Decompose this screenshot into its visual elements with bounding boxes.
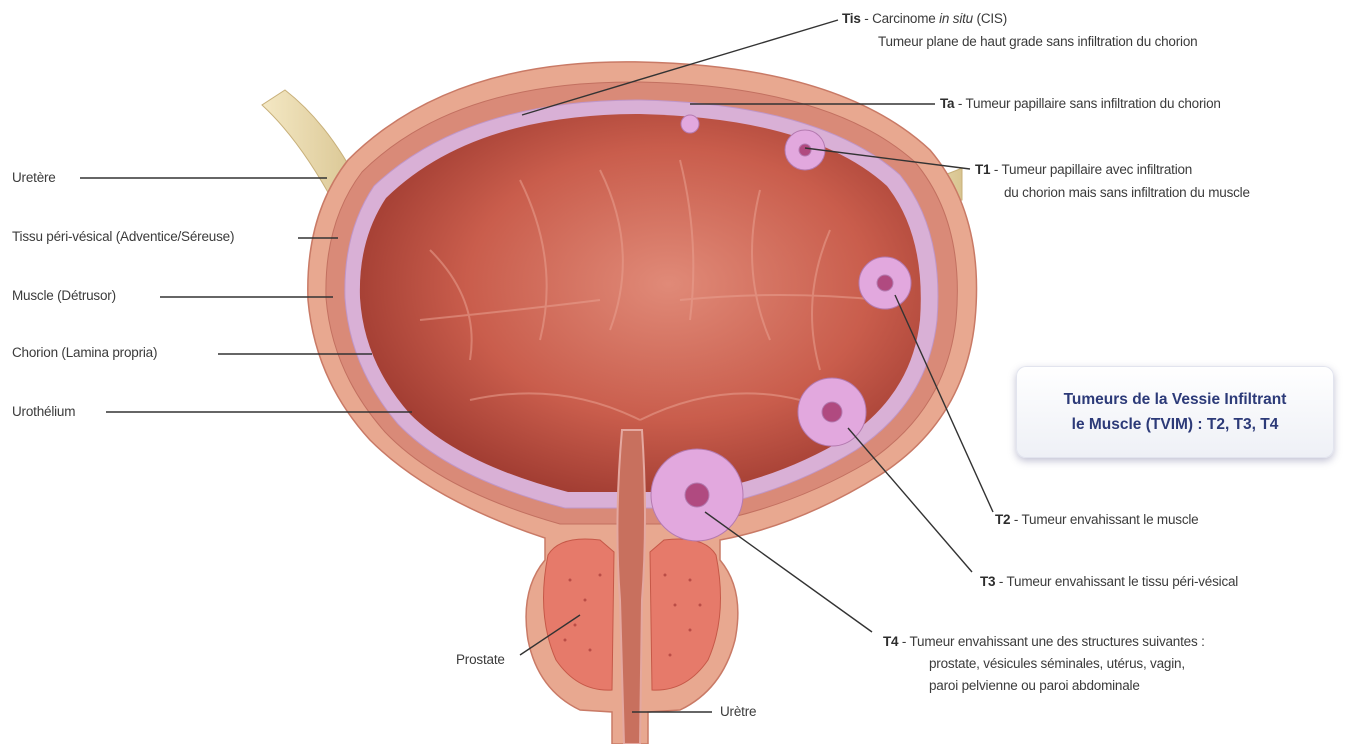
stage-t4-line1: T4 - Tumeur envahissant une des structur… — [883, 634, 1205, 649]
tvim-line1: Tumeurs de la Vessie Infiltrant — [1064, 387, 1287, 412]
stage-t4-line1-text: Tumeur envahissant une des structures su… — [910, 634, 1205, 649]
tumor-t3 — [798, 378, 866, 446]
tumor-t2 — [859, 257, 911, 309]
stage-t1-line2: du chorion mais sans infiltration du mus… — [1004, 185, 1250, 200]
label-muscle-detrusor: Muscle (Détrusor) — [12, 288, 116, 303]
tvim-line2: le Muscle (TVIM) : T2, T3, T4 — [1064, 412, 1287, 437]
stage-t3-text: - Tumeur envahissant le tissu péri-vésic… — [995, 574, 1238, 589]
stage-t1-line1-text: Tumeur papillaire avec infiltration — [1002, 162, 1193, 177]
stage-t2-text: - Tumeur envahissant le muscle — [1010, 512, 1198, 527]
label-uretere: Uretère — [12, 170, 56, 185]
stage-t3: T3 - Tumeur envahissant le tissu péri-vé… — [980, 574, 1238, 589]
stage-t4-sep: - — [898, 634, 909, 649]
tumor-ta — [681, 115, 699, 133]
tumor-t4 — [651, 449, 743, 541]
stage-t1-tag: T1 — [975, 162, 990, 177]
stage-tis-line1: Tis - Carcinome in situ (CIS) — [842, 11, 1007, 26]
label-uretre: Urètre — [720, 704, 756, 719]
stage-t2-tag: T2 — [995, 512, 1010, 527]
stage-t2: T2 - Tumeur envahissant le muscle — [995, 512, 1199, 527]
label-prostate: Prostate — [456, 652, 505, 667]
stage-t3-tag: T3 — [980, 574, 995, 589]
label-chorion: Chorion (Lamina propria) — [12, 345, 157, 360]
label-urothelium: Urothélium — [12, 404, 75, 419]
stage-t1-line1: T1 - Tumeur papillaire avec infiltration — [975, 162, 1192, 177]
stage-t4-line3: paroi pelvienne ou paroi abdominale — [929, 678, 1140, 693]
stage-tis-line1-pre: Carcinome — [872, 11, 939, 26]
stage-ta-text: - Tumeur papillaire sans infiltration du… — [954, 96, 1220, 111]
stage-tis-line1-post: (CIS) — [973, 11, 1007, 26]
stage-t4-line2: prostate, vésicules séminales, utérus, v… — [929, 656, 1185, 671]
stage-ta-tag: Ta — [940, 96, 954, 111]
tvim-box: Tumeurs de la Vessie Infiltrant le Muscl… — [1016, 366, 1334, 458]
stage-tis-tag: Tis — [842, 11, 861, 26]
stage-tis-line2: Tumeur plane de haut grade sans infiltra… — [878, 34, 1197, 49]
stage-tis-sep: - — [861, 11, 872, 26]
stage-tis-line1-em: in situ — [939, 11, 973, 26]
stage-t4-tag: T4 — [883, 634, 898, 649]
stage-ta: Ta - Tumeur papillaire sans infiltration… — [940, 96, 1221, 111]
label-tissu-peri-vesical: Tissu péri-vésical (Adventice/Séreuse) — [12, 229, 234, 244]
stage-t1-sep: - — [990, 162, 1001, 177]
